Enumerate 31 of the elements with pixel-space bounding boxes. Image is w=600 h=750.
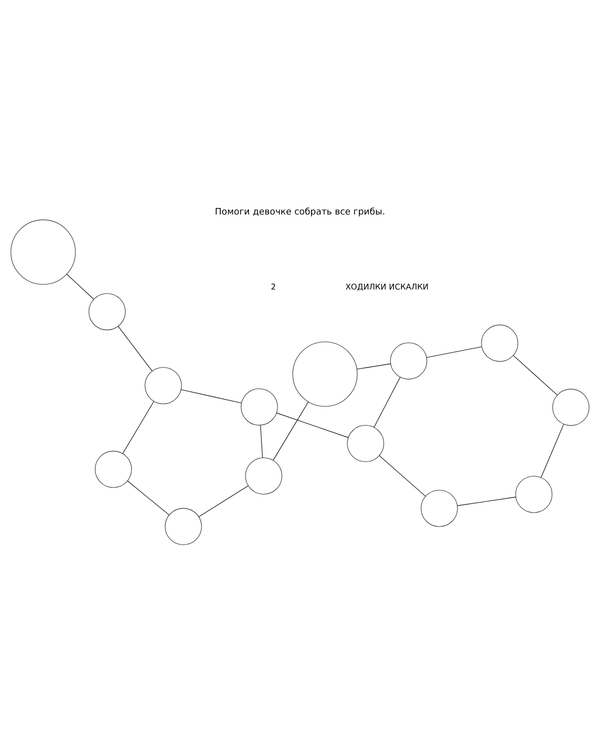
node-circle — [240, 388, 278, 426]
connector — [378, 455, 426, 496]
connector — [180, 389, 242, 404]
node-circle — [481, 324, 518, 362]
node-circle — [390, 342, 428, 380]
connector — [122, 401, 154, 454]
node-circle — [245, 457, 282, 494]
connector — [426, 346, 482, 358]
node-circle — [420, 490, 458, 527]
connector — [198, 485, 249, 518]
connector — [127, 480, 170, 516]
connector — [374, 376, 400, 428]
connector — [540, 424, 564, 478]
node-circle — [552, 388, 590, 426]
connector — [356, 364, 391, 370]
node-circle — [144, 367, 182, 404]
node-circle — [88, 293, 126, 330]
diagram-title: Помоги девочке собрать все грибы. — [214, 208, 386, 218]
node-circle — [347, 425, 384, 462]
node-circle — [94, 450, 132, 488]
connector — [513, 355, 558, 396]
node-circle — [515, 476, 552, 513]
connector — [66, 274, 94, 300]
connector — [260, 425, 263, 458]
connector — [457, 496, 516, 506]
connector — [118, 326, 152, 372]
node-circle — [10, 220, 76, 285]
connector — [272, 402, 309, 461]
connector — [276, 412, 349, 438]
node-circle — [292, 342, 358, 407]
node-circle — [164, 508, 202, 546]
